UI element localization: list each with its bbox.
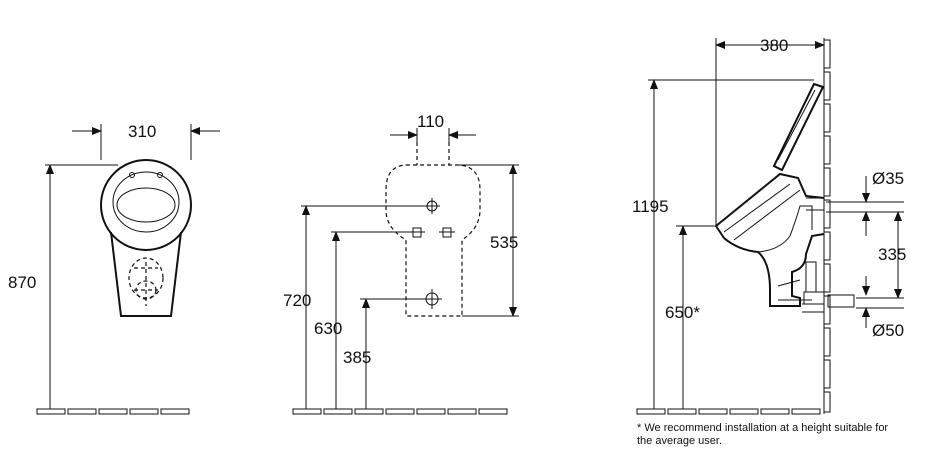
front-height-label: 870 — [8, 273, 36, 292]
height-mid-dimension: 630 — [314, 231, 409, 409]
wall — [823, 38, 831, 414]
inlet-dimension: Ø35 — [826, 169, 904, 236]
mounting-floor — [292, 408, 508, 415]
spacing-label: 110 — [417, 112, 444, 131]
footnote-line-2: the average user. — [637, 435, 722, 447]
mounting-outline — [385, 164, 481, 317]
front-height-dimension: 870 — [8, 164, 118, 409]
side-floor — [636, 408, 821, 415]
pipe-spacing-label: 335 — [878, 245, 906, 264]
fixing-points — [409, 198, 455, 309]
plate-height-label: 535 — [490, 233, 518, 252]
footnote-line-1: * We recommend installation at a height … — [637, 422, 888, 434]
height-low-label: 385 — [343, 348, 371, 367]
side-view: 380 1195 650* Ø35 335 — [632, 36, 906, 447]
front-width-dimension: 310 — [72, 122, 220, 160]
rim-height-dimension: 650* — [665, 225, 716, 409]
urinal-lid — [772, 82, 825, 172]
height-top-dimension: 720 — [283, 205, 424, 409]
depth-dimension: 380 — [715, 36, 825, 226]
front-view: 310 870 — [8, 122, 220, 415]
total-height-dimension: 1195 — [632, 79, 814, 409]
height-mid-label: 630 — [314, 319, 342, 338]
total-height-label: 1195 — [632, 197, 669, 216]
outlet-dimension: Ø50 — [856, 276, 904, 340]
front-floor — [36, 408, 190, 415]
footnote: * We recommend installation at a height … — [637, 422, 888, 447]
spacing-dimension: 110 — [390, 112, 476, 142]
urinal-front-outline — [100, 159, 192, 317]
urinal-side-outline — [715, 172, 855, 313]
outlet-diameter-label: Ø50 — [872, 321, 904, 340]
mounting-view: 110 720 630 385 535 — [283, 112, 519, 415]
height-top-label: 720 — [283, 291, 311, 310]
rim-height-label: 650* — [665, 303, 700, 322]
pipe-spacing-dimension: 335 — [856, 211, 906, 299]
height-low-dimension: 385 — [343, 298, 422, 409]
depth-label: 380 — [760, 36, 788, 55]
plate-height-dimension: 535 — [458, 164, 519, 317]
inlet-diameter-label: Ø35 — [872, 169, 904, 188]
front-width-label: 310 — [128, 122, 156, 141]
